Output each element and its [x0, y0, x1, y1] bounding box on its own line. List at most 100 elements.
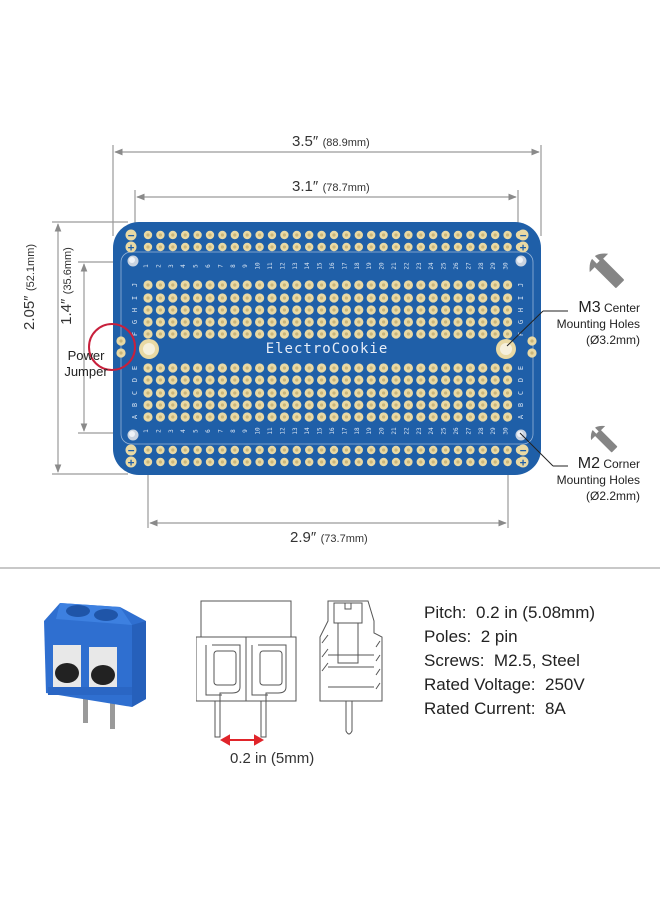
svg-text:D: D: [131, 378, 139, 382]
svg-text:8: 8: [230, 429, 237, 433]
svg-text:29: 29: [490, 427, 497, 435]
svg-text:22: 22: [403, 262, 410, 270]
power-jumper-highlight: [88, 323, 136, 371]
svg-text:6: 6: [205, 429, 212, 433]
callout-leaders: [506, 310, 568, 467]
svg-text:J: J: [131, 283, 139, 287]
terminal-front-drawing: [196, 600, 297, 746]
svg-text:10: 10: [255, 427, 262, 435]
svg-text:12: 12: [279, 427, 286, 435]
m2-screw-icon: [590, 425, 618, 453]
overall-width-label: 3.5″ (88.9mm): [292, 133, 370, 150]
svg-text:I: I: [517, 296, 525, 300]
pcb-dimension-diagram: 3.5″ (88.9mm) 3.1″ (78.7mm) 2.9″ (73.7mm…: [21, 133, 640, 546]
spec-poles: Poles: 2 pin: [424, 627, 518, 646]
svg-text:27: 27: [465, 262, 472, 270]
svg-text:−: −: [128, 444, 135, 457]
svg-text:1: 1: [143, 429, 150, 433]
m2-callout: M2 Corner Mounting Holes (Ø2.2mm): [556, 455, 640, 504]
svg-text:13: 13: [292, 427, 299, 435]
svg-text:F: F: [517, 332, 525, 336]
svg-text:I: I: [131, 296, 139, 300]
svg-text:27: 27: [465, 427, 472, 435]
svg-text:14: 14: [304, 427, 311, 435]
svg-text:H: H: [517, 308, 525, 312]
svg-text:J: J: [517, 283, 525, 287]
svg-text:7: 7: [217, 429, 224, 433]
spec-screws: Screws: M2.5, Steel: [424, 651, 580, 670]
svg-text:+: +: [520, 241, 527, 254]
power-jumper-label: Power Jumper: [64, 348, 108, 379]
svg-text:21: 21: [391, 262, 398, 270]
terminal-side-drawing: [319, 600, 383, 735]
svg-text:B: B: [517, 403, 525, 407]
svg-text:−: −: [520, 444, 527, 457]
svg-text:A: A: [517, 414, 525, 419]
svg-text:9: 9: [242, 429, 249, 433]
spec-pitch: Pitch: 0.2 in (5.08mm): [424, 603, 596, 622]
svg-text:18: 18: [354, 262, 361, 270]
svg-text:E: E: [517, 366, 525, 370]
svg-text:11: 11: [267, 427, 274, 435]
svg-text:4: 4: [180, 429, 187, 433]
svg-text:G: G: [517, 320, 525, 324]
m3-callout: M3 Center Mounting Holes (Ø3.2mm): [556, 299, 640, 348]
svg-text:20: 20: [379, 262, 386, 270]
svg-text:C: C: [131, 391, 139, 395]
hole-span-width-label: 3.1″ (78.7mm): [292, 178, 370, 195]
svg-text:H: H: [131, 308, 139, 312]
svg-text:16: 16: [329, 262, 336, 270]
svg-text:D: D: [517, 378, 525, 382]
pcb-board: −−++−−++11223344556677889910101111121213…: [113, 222, 541, 475]
svg-text:23: 23: [416, 427, 423, 435]
svg-text:28: 28: [478, 262, 485, 270]
spec-rated-voltage: Rated Voltage: 250V: [424, 675, 585, 694]
svg-text:10: 10: [255, 262, 262, 270]
svg-text:5: 5: [193, 429, 200, 433]
svg-text:3: 3: [168, 429, 175, 433]
svg-text:+: +: [520, 456, 527, 469]
svg-text:3: 3: [168, 264, 175, 268]
svg-text:+: +: [128, 241, 135, 254]
svg-text:4: 4: [180, 264, 187, 268]
section-divider: [0, 567, 660, 569]
svg-text:19: 19: [366, 262, 373, 270]
svg-text:1: 1: [143, 264, 150, 268]
svg-text:20: 20: [379, 427, 386, 435]
svg-text:17: 17: [341, 427, 348, 435]
svg-text:25: 25: [441, 262, 448, 270]
svg-text:25: 25: [441, 427, 448, 435]
spec-rated-current: Rated Current: 8A: [424, 699, 566, 718]
svg-text:18: 18: [354, 427, 361, 435]
svg-text:30: 30: [503, 262, 510, 270]
svg-text:16: 16: [329, 427, 336, 435]
svg-text:A: A: [131, 414, 139, 419]
svg-text:9: 9: [242, 264, 249, 268]
svg-text:30: 30: [503, 427, 510, 435]
terminal-spec-list: Pitch: 0.2 in (5.08mm) Poles: 2 pin Scre…: [424, 601, 595, 721]
svg-text:28: 28: [478, 427, 485, 435]
svg-text:22: 22: [403, 427, 410, 435]
svg-text:G: G: [131, 320, 139, 324]
svg-text:C: C: [517, 391, 525, 395]
svg-text:29: 29: [490, 262, 497, 270]
svg-text:12: 12: [279, 262, 286, 270]
svg-text:2: 2: [155, 264, 162, 268]
svg-text:−: −: [520, 229, 527, 242]
pitch-label: 0.2 in (5mm): [230, 750, 315, 767]
svg-text:15: 15: [317, 262, 324, 270]
svg-text:23: 23: [416, 262, 423, 270]
svg-text:7: 7: [217, 264, 224, 268]
svg-text:14: 14: [304, 262, 311, 270]
terminal-block-photo: [44, 603, 146, 729]
svg-text:21: 21: [391, 427, 398, 435]
svg-text:15: 15: [317, 427, 324, 435]
svg-text:F: F: [131, 332, 139, 336]
m3-screw-icon: [589, 253, 624, 288]
svg-text:+: +: [128, 456, 135, 469]
svg-text:2: 2: [155, 429, 162, 433]
svg-text:E: E: [131, 366, 139, 370]
svg-text:19: 19: [366, 427, 373, 435]
svg-text:24: 24: [428, 427, 435, 435]
svg-text:11: 11: [267, 262, 274, 270]
